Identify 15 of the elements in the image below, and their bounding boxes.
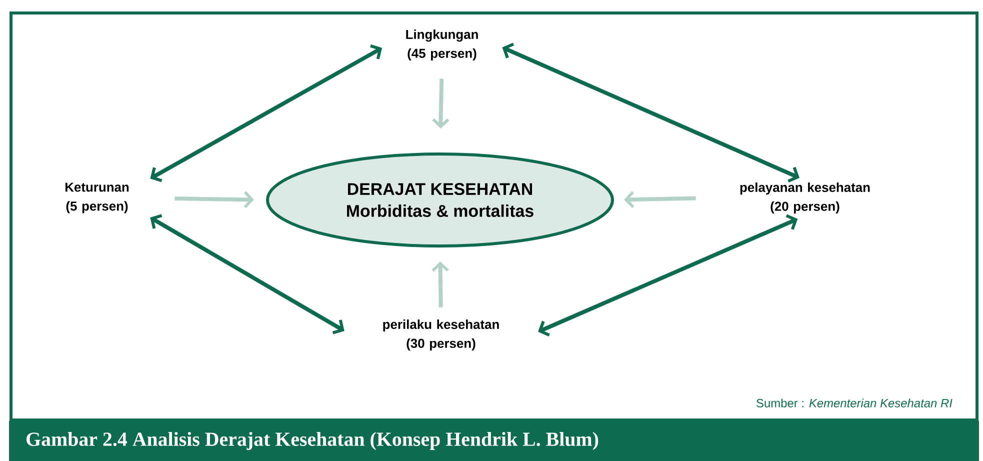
factor-label: pelayanan kesehatan (20 persen) xyxy=(740,182,870,214)
arrow xyxy=(174,191,254,208)
factor-label: Keturunan (5 persen) xyxy=(66,182,129,214)
source-note: Sumber : Kementerian Kesehatan RI xyxy=(756,398,952,408)
arrow xyxy=(432,262,449,308)
arrow xyxy=(150,44,382,182)
arrow xyxy=(432,78,450,128)
factor-label: perilaku kesehatan (30 persen) xyxy=(383,319,499,350)
arrow xyxy=(624,191,696,208)
caption-bar: Gambar 2.4 Analisis Derajat Kesehatan (Konsep Hendrik L. Blum) xyxy=(9,421,979,461)
arrow xyxy=(538,214,798,336)
ellipse-node: DERAJAT KESEHATAN Morbiditas & mortalitas xyxy=(266,152,614,248)
arrow xyxy=(502,42,800,182)
factor-label: Lingkungan (45 persen) xyxy=(406,30,478,60)
arrow xyxy=(150,214,344,334)
